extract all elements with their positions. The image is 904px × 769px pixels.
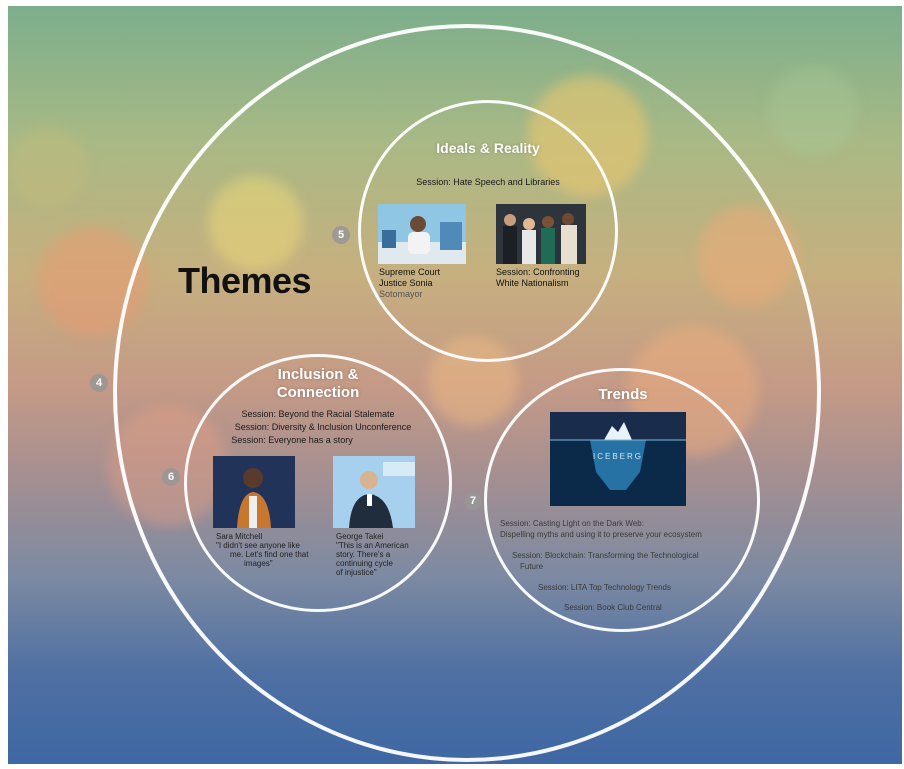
george-takei-photo [333, 456, 415, 528]
speaker-caption: Sara Mitchell "I didn't see anyone like … [216, 532, 309, 568]
step-number-badge[interactable]: 4 [90, 374, 108, 392]
trends-session-3: Session: LITA Top Technology Trends [538, 583, 671, 592]
trends-session-4: Session: Book Club Central [564, 603, 662, 612]
sotomayor-caption: Supreme Court Justice Sonia Sotomayor [379, 267, 441, 299]
iceberg-image: ICEBERG [550, 412, 686, 506]
ideals-reality-circle[interactable] [358, 100, 618, 362]
ideals-title: Ideals & Reality [436, 140, 540, 156]
trends-session-2b: Future [520, 562, 544, 571]
step-number-badge[interactable]: 7 [464, 492, 482, 510]
presentation-canvas[interactable]: 4 Themes 5 Ideals & Reality Session: Hat… [8, 6, 902, 764]
white-nationalism-panel-photo [496, 204, 586, 264]
white-nationalism-caption: Session: Confronting White Nationalism [496, 267, 580, 288]
step-number-badge[interactable]: 6 [162, 468, 180, 486]
sotomayor-photo [378, 204, 466, 264]
inclusion-session-3: Session: Everyone has a story [231, 435, 353, 445]
step-number-badge[interactable]: 5 [332, 226, 350, 244]
themes-outer-ring[interactable] [113, 24, 821, 762]
trends-session-1: Session: Casting Light on the Dark Web: [500, 519, 644, 528]
trends-session-1b: Dispelling myths and using it to preserv… [500, 530, 702, 539]
speaker-photo [213, 456, 295, 528]
trends-session-2: Session: Blockchain: Transforming the Te… [512, 551, 699, 560]
inclusion-connection-circle[interactable] [184, 354, 452, 612]
bokeh-light [768, 66, 858, 156]
inclusion-title: Inclusion & Connection [276, 366, 360, 401]
ideals-session: Session: Hate Speech and Libraries [416, 177, 560, 187]
page-title: Themes [178, 260, 312, 301]
george-takei-caption: George Takei "This is an American story.… [336, 532, 409, 577]
bokeh-light [8, 126, 88, 206]
inclusion-session-2: Session: Diversity & Inclusion Unconfere… [234, 422, 412, 432]
trends-title: Trends [598, 386, 648, 403]
iceberg-image-label: ICEBERG [592, 452, 643, 461]
inclusion-session-1: Session: Beyond the Racial Stalemate [241, 409, 395, 419]
trends-circle[interactable] [484, 368, 760, 632]
